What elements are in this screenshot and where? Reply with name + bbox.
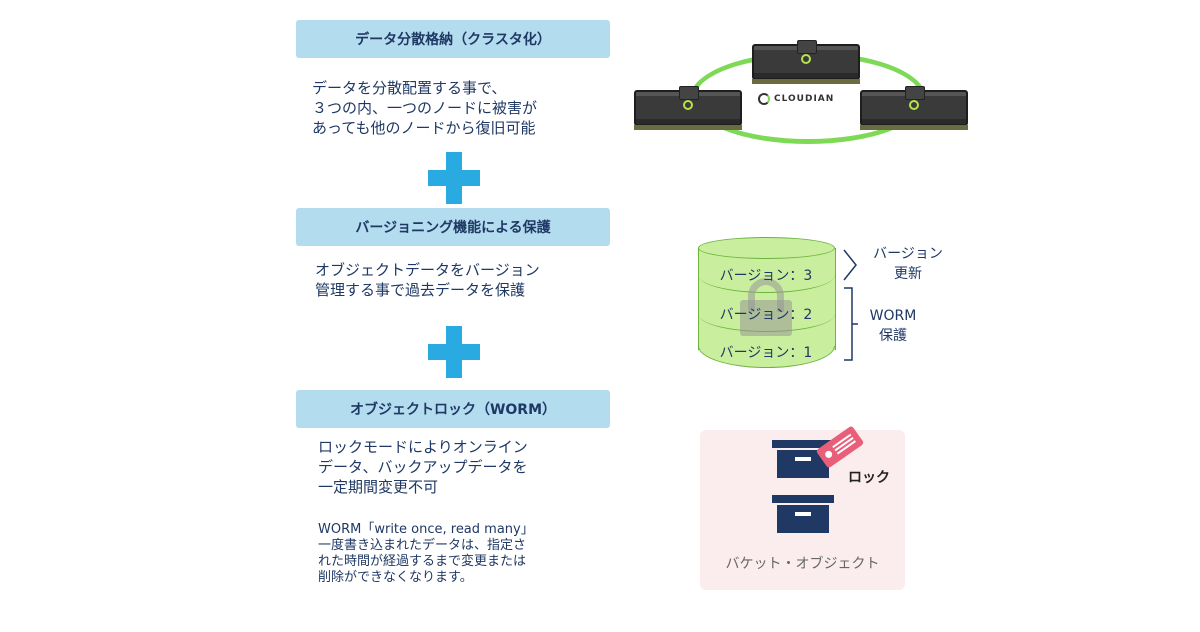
server-node-icon: [634, 86, 742, 130]
desc-line: あっても他のノードから復旧可能: [312, 119, 536, 137]
desc-line: データを分散配置する事で、: [312, 79, 507, 97]
note-line: 一度書き込まれたデータは、指定さ: [318, 538, 527, 553]
note-line: 削除ができなくなります。: [318, 570, 473, 585]
desc-line: ３つの内、一つのノードに被害が: [312, 99, 538, 117]
padlock-icon-shackle: [748, 278, 784, 312]
desc-line: 一定期間変更不可: [318, 478, 439, 496]
plus-icon: [428, 326, 480, 378]
cloudian-logo: CLOUDIAN: [758, 90, 854, 108]
section-header-object-lock: オブジェクトロック（WORM）: [296, 390, 610, 428]
section-header-cluster: データ分散格納（クラスタ化）: [296, 20, 610, 58]
version-update-label: バージョン 更新: [873, 246, 943, 282]
section-desc-versioning: オブジェクトデータをバージョン 管理する事で過去データを保護: [315, 260, 540, 300]
plus-icon: [428, 152, 480, 204]
server-node-icon: [752, 40, 860, 84]
worm-protect-label: WORM 保護: [869, 308, 917, 344]
desc-line: ロックモードによりオンライン: [318, 438, 528, 456]
cloudian-logo-text: CLOUDIAN: [774, 94, 835, 104]
bracket-lines: [843, 249, 858, 361]
section-header-versioning: バージョニング機能による保護: [296, 208, 610, 246]
version-cylinder-top: [698, 237, 835, 259]
server-node-icon: [860, 86, 968, 130]
bucket-object-label: バケット・オブジェクト: [725, 556, 880, 572]
desc-line: データ、バックアップデータを: [318, 458, 528, 476]
note-line: WORM「write once, read many」: [318, 522, 534, 537]
note-line: れた時間が経過するまで変更または: [318, 554, 527, 569]
version-label-2: バージョン：2: [719, 307, 813, 323]
version-label-3: バージョン：3: [719, 268, 813, 284]
cloudian-logo-icon: [758, 93, 770, 105]
desc-line: 管理する事で過去データを保護: [315, 281, 526, 299]
padlock-icon: [740, 300, 792, 336]
desc-line: オブジェクトデータをバージョン: [315, 261, 540, 279]
section-desc-cluster: データを分散配置する事で、 ３つの内、一つのノードに被害が あっても他のノードか…: [312, 78, 537, 138]
storage-box-icon: [772, 495, 834, 533]
version-label-1: バージョン：1: [719, 345, 813, 361]
lock-label: ロック: [848, 470, 890, 486]
worm-note: WORM「write once, read many」 一度書き込まれたデータは…: [318, 522, 534, 586]
section-desc-object-lock: ロックモードによりオンライン データ、バックアップデータを 一定期間変更不可: [318, 437, 528, 497]
